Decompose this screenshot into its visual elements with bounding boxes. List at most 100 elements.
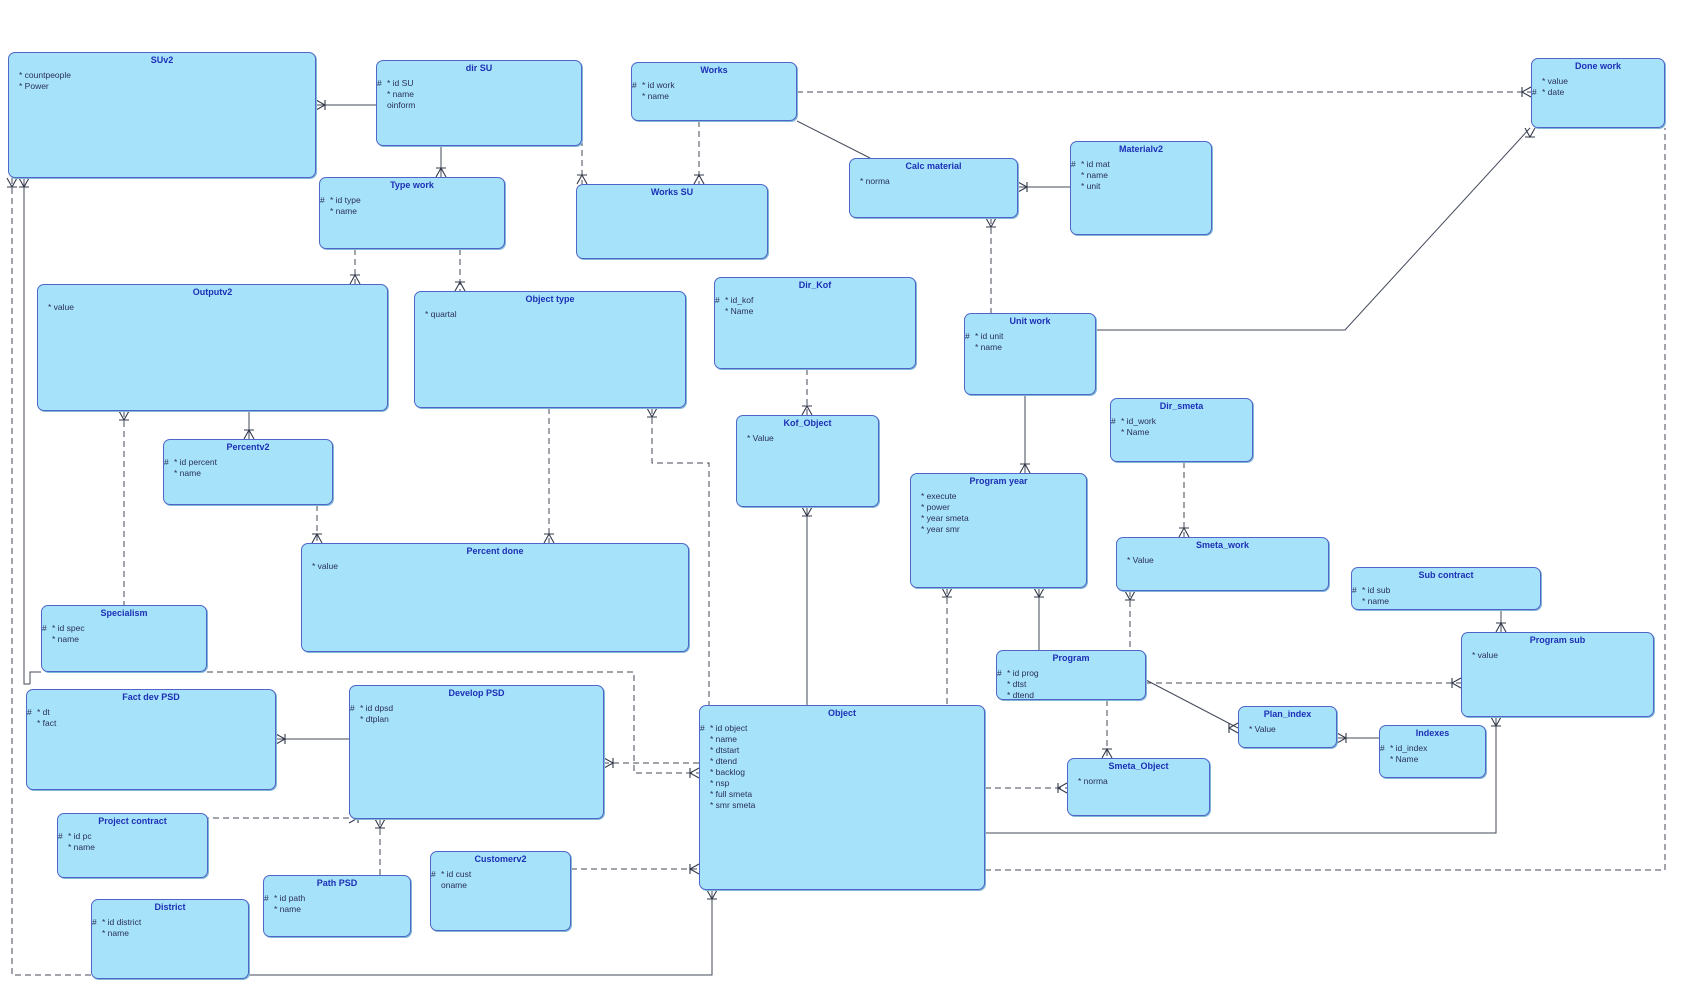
attribute-text: * Name bbox=[1121, 427, 1150, 437]
entity-fact-dev-psd[interactable]: Fact dev PSD#* dt* fact bbox=[26, 689, 276, 790]
attribute-text: * name bbox=[330, 206, 357, 216]
entity-district[interactable]: District#* id district* name bbox=[91, 899, 249, 979]
attribute: * year smr bbox=[911, 524, 1086, 535]
primary-key-marker: # bbox=[42, 623, 47, 633]
attribute-list: * norma bbox=[850, 176, 1017, 187]
entity-object[interactable]: Object#* id object* name* dtstart* dtend… bbox=[699, 705, 985, 890]
crows-foot-marker bbox=[349, 273, 361, 285]
primary-key-marker: # bbox=[1532, 87, 1537, 97]
entity-object-type[interactable]: Object type* quartal bbox=[414, 291, 686, 408]
entity-title: Works bbox=[700, 65, 728, 75]
attribute: * dtst bbox=[997, 679, 1145, 690]
attribute-text: * dtend bbox=[710, 756, 737, 766]
crows-foot-marker bbox=[1520, 86, 1532, 98]
attribute-list: * value bbox=[1462, 650, 1653, 661]
entity-indexes[interactable]: Indexes#* id_index* Name bbox=[1379, 725, 1486, 778]
attribute-text: * dtstart bbox=[710, 745, 740, 755]
attribute-text: * backlog bbox=[710, 767, 745, 777]
attribute-text: * norma bbox=[1078, 776, 1108, 786]
crows-foot-marker bbox=[801, 506, 813, 518]
crows-foot-marker bbox=[18, 177, 30, 189]
attribute-text: * value bbox=[48, 302, 74, 312]
crows-foot-marker bbox=[941, 587, 953, 599]
crows-foot-marker bbox=[243, 428, 255, 440]
attribute-text: * date bbox=[1542, 87, 1565, 97]
attribute-text: * Value bbox=[747, 433, 774, 443]
entity-program-year[interactable]: Program year* execute* power* year smeta… bbox=[910, 473, 1087, 588]
attribute-list: #* id object* name* dtstart* dtend* back… bbox=[700, 723, 984, 811]
attribute-list: #* id percent* name bbox=[164, 457, 332, 479]
entity-suv2[interactable]: SUv2* countpeople* Power bbox=[8, 52, 316, 178]
attribute: #* id_kof bbox=[715, 295, 915, 306]
entity-dir-smeta[interactable]: Dir_smeta#* id_work* Name bbox=[1110, 398, 1253, 462]
attribute: #* id object bbox=[700, 723, 984, 734]
attribute: * quartal bbox=[415, 309, 685, 320]
entity-sub-contract[interactable]: Sub contract#* id sub* name bbox=[1351, 567, 1541, 610]
entity-kof-object[interactable]: Kof_Object * Value bbox=[736, 415, 879, 507]
entity-works[interactable]: Works#* id work* name bbox=[631, 62, 797, 121]
attribute: * name bbox=[264, 904, 410, 915]
attribute-text: * Value bbox=[1249, 724, 1276, 734]
entity-path-psd[interactable]: Path PSD#* id path* name bbox=[263, 875, 411, 937]
entity-plan-index[interactable]: Plan_index* Value bbox=[1238, 706, 1337, 748]
crows-foot-marker bbox=[688, 767, 700, 779]
primary-key-marker: # bbox=[1352, 585, 1357, 595]
entity-smeta-work[interactable]: Smeta_work* Value bbox=[1116, 537, 1329, 591]
entity-outputv2[interactable]: Outputv2* value bbox=[37, 284, 388, 411]
entity-title: Indexes bbox=[1415, 728, 1450, 738]
attribute-text: * id pc bbox=[68, 831, 92, 841]
entity-program[interactable]: Program#* id prog* dtst* dtend bbox=[996, 650, 1146, 700]
attribute-text: * dtst bbox=[1007, 679, 1027, 689]
entity-specialism[interactable]: Specialism#* id spec* name bbox=[41, 605, 207, 672]
attribute-list: #* id district* name bbox=[92, 917, 248, 939]
entity-develop-psd[interactable]: Develop PSD#* id dpsd* dtplan bbox=[349, 685, 604, 819]
attribute-text: * Name bbox=[725, 306, 754, 316]
attribute-text: * name bbox=[1081, 170, 1108, 180]
attribute: oname bbox=[431, 880, 570, 891]
relationship-line bbox=[796, 120, 871, 159]
primary-key-marker: # bbox=[965, 331, 970, 341]
entity-done-work[interactable]: Done work* value#* date bbox=[1531, 58, 1665, 128]
attribute: # * date bbox=[1532, 87, 1664, 98]
crows-foot-marker bbox=[1017, 181, 1029, 193]
entity-program-sub[interactable]: Program sub* value bbox=[1461, 632, 1654, 717]
crows-foot-marker bbox=[1101, 747, 1113, 759]
attribute: * Value bbox=[737, 433, 878, 444]
entity-dir-kof[interactable]: Dir_Kof#* id_kof* Name bbox=[714, 277, 916, 369]
entity-project-contract[interactable]: Project contract#* id pc* name bbox=[57, 813, 208, 878]
primary-key-marker: # bbox=[164, 457, 169, 467]
relationship-line bbox=[23, 178, 30, 685]
attribute-list: * execute* power* year smeta* year smr bbox=[911, 491, 1086, 535]
attribute-text: * id district bbox=[102, 917, 142, 927]
entity-smeta-object[interactable]: Smeta_Object* norma bbox=[1067, 758, 1210, 816]
crows-foot-marker bbox=[435, 166, 447, 178]
attribute: * name bbox=[42, 634, 206, 645]
attribute-text: * smr smeta bbox=[710, 800, 756, 810]
crows-foot-marker bbox=[275, 733, 287, 745]
attribute: * Name bbox=[1111, 427, 1252, 438]
attribute: #* id type bbox=[320, 195, 504, 206]
crows-foot-marker bbox=[706, 889, 718, 901]
attribute: * fact bbox=[27, 718, 275, 729]
attribute: * name bbox=[965, 342, 1095, 353]
attribute-list: #* id pc* name bbox=[58, 831, 207, 853]
entity-materialv2[interactable]: Materialv2#* id mat* name* unit bbox=[1070, 141, 1212, 235]
entity-type-work[interactable]: Type work#* id type* name bbox=[319, 177, 505, 249]
attribute-text: * id SU bbox=[387, 78, 414, 88]
attribute-list: * value#* date bbox=[1532, 76, 1664, 98]
relationship-line bbox=[249, 890, 713, 976]
entity-title: Sub contract bbox=[1418, 570, 1474, 580]
entity-calc-material[interactable]: Calc material* norma bbox=[849, 158, 1018, 218]
entity-works-su[interactable]: Works SU bbox=[576, 184, 768, 259]
attribute: #* id work bbox=[632, 80, 796, 91]
entity-percent-done[interactable]: Percent done* value bbox=[301, 543, 689, 652]
entity-unit-work[interactable]: Unit work#* id unit* name bbox=[964, 313, 1096, 395]
attribute: * full smeta bbox=[700, 789, 984, 800]
attribute: * dtplan bbox=[350, 714, 603, 725]
entity-title: Kof_Object bbox=[783, 418, 832, 428]
entity-percentv2[interactable]: Percentv2#* id percent* name bbox=[163, 439, 333, 505]
